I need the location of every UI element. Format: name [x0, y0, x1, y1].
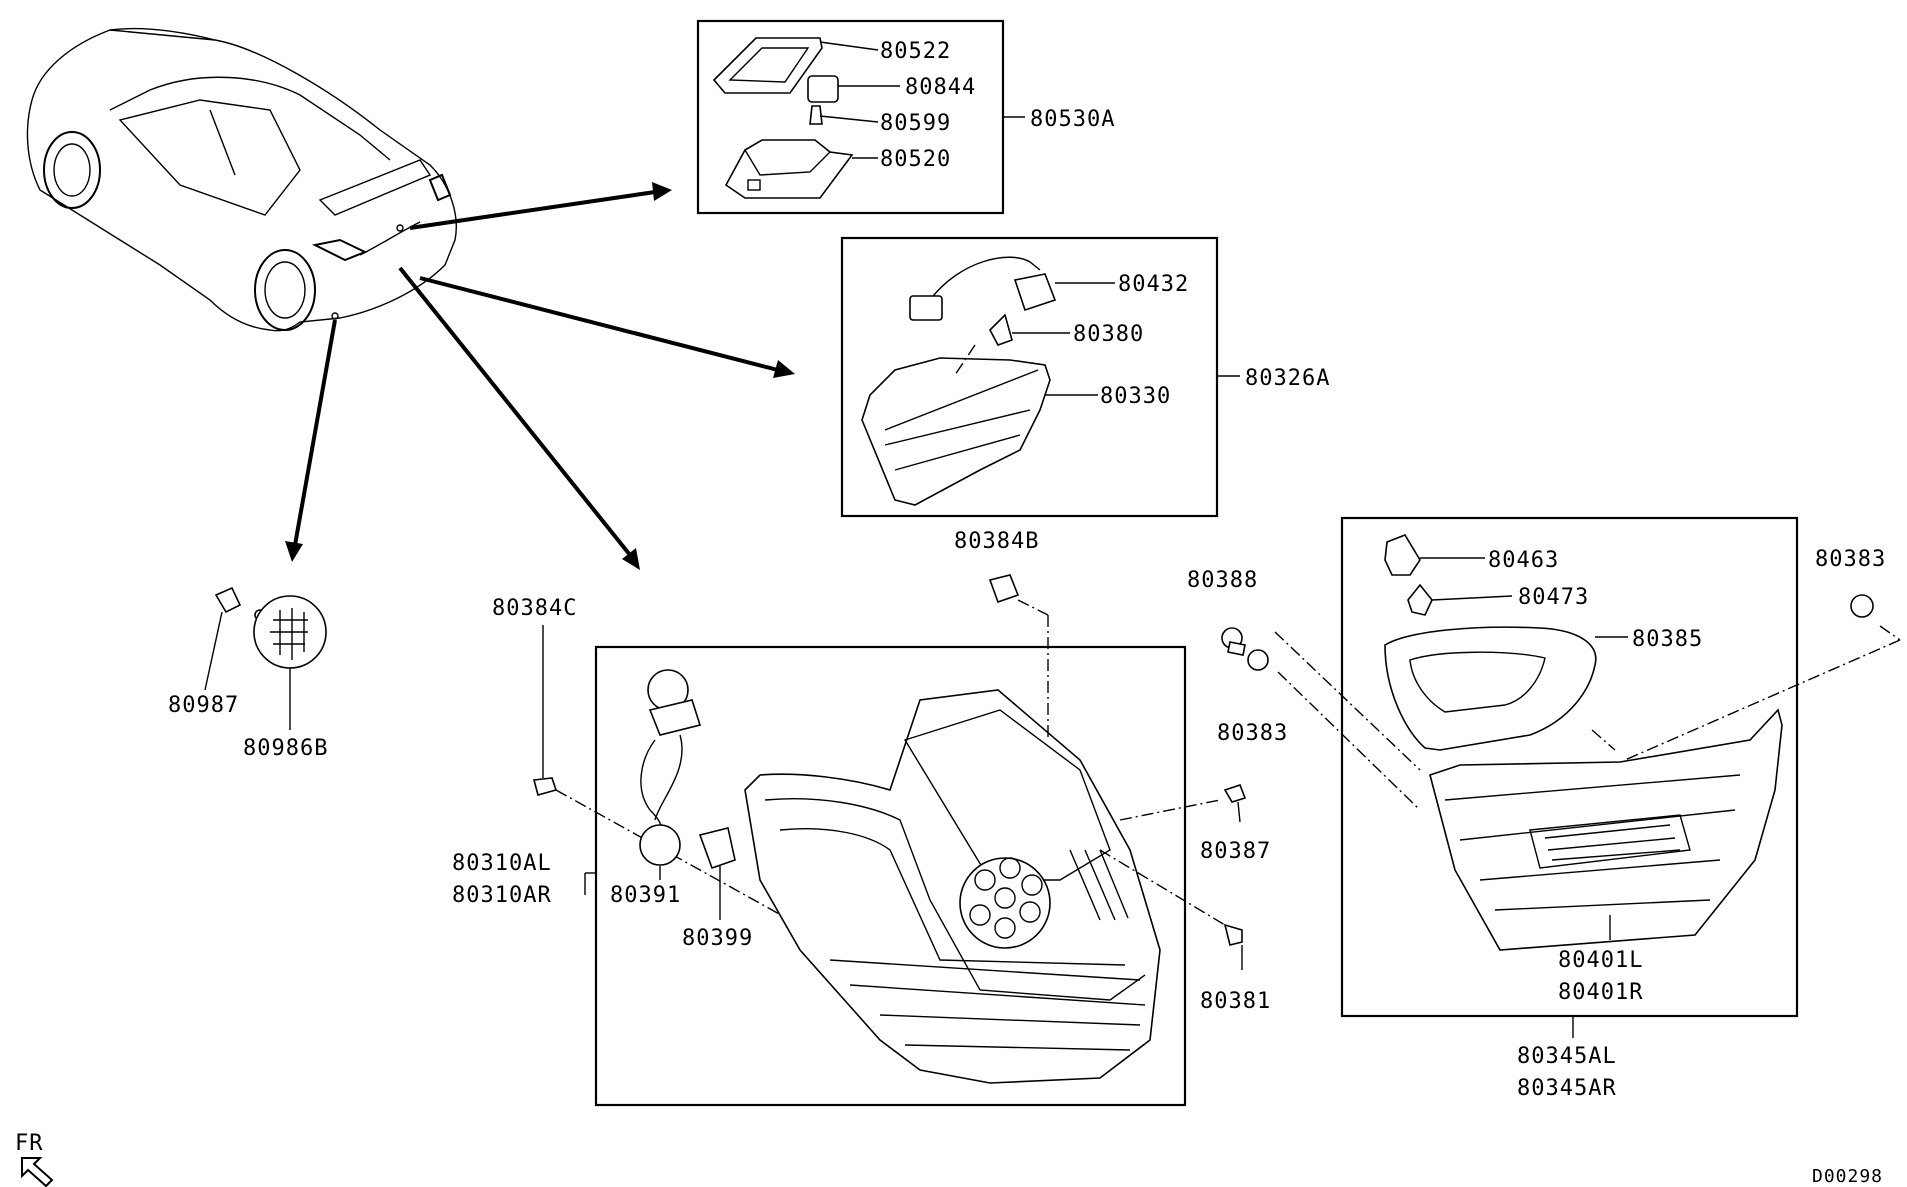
- lamp-socket: [807, 75, 839, 103]
- screw-80387: [1223, 783, 1247, 803]
- inner-lamp-housing: [1429, 708, 1783, 951]
- label-80388: 80388: [1187, 568, 1258, 593]
- inner-tail-lamp-box: [1340, 516, 1799, 1018]
- license-lamp-group: 80522 80844 80599 80520 80530A: [696, 19, 1115, 215]
- label-80986B: 80986B: [243, 736, 328, 761]
- inner-tail-lamp-group: 80463 80473 80385 80401L 80401R 80345AL …: [1340, 516, 1799, 1101]
- callout-arrows: [285, 182, 795, 570]
- label-80399: 80399: [682, 926, 753, 951]
- marker-clip: [214, 586, 242, 614]
- label-80345AL: 80345AL: [1517, 1044, 1617, 1069]
- direction-label: FR: [15, 1131, 44, 1156]
- label-80326A: 80326A: [1245, 366, 1330, 391]
- socket-80463: [1384, 534, 1421, 576]
- right-clip-group: 80383: [1624, 547, 1901, 761]
- lamp-bulb: [809, 105, 823, 125]
- label-80844: 80844: [905, 75, 976, 100]
- harness-socket-b: [639, 824, 681, 866]
- clip-80384B: [988, 574, 1020, 604]
- label-80383-right: 80383: [1815, 547, 1886, 572]
- front-arrow-icon: [21, 1157, 54, 1187]
- label-80391: 80391: [610, 883, 681, 908]
- lamp-gasket: [712, 37, 823, 94]
- rear-fog-lamp-group: 80432 80380 80330 80326A: [840, 236, 1330, 518]
- label-80401L: 80401L: [1558, 948, 1643, 973]
- label-80473: 80473: [1518, 585, 1589, 610]
- direction-indicator: FR: [15, 1131, 54, 1187]
- side-marker-group: 80987 80986B: [168, 586, 328, 761]
- bulb-80399: [698, 827, 736, 870]
- wiring-connector: [909, 295, 943, 321]
- label-80310AR: 80310AR: [452, 883, 552, 908]
- gasket-80385: [1384, 626, 1597, 751]
- label-80381: 80381: [1200, 989, 1271, 1014]
- outer-tail-lamp-box: [594, 645, 1187, 1107]
- outer-tail-lamp-group: 80384C 80310AL 80310AR 80391 80399: [452, 529, 1271, 1107]
- label-80520: 80520: [880, 147, 951, 172]
- vehicle-illustration: [26, 27, 457, 332]
- label-80522: 80522: [880, 39, 951, 64]
- clip-80384C: [532, 777, 558, 796]
- label-80310AL: 80310AL: [452, 851, 552, 876]
- tail-lamp-housing: [744, 689, 1161, 1084]
- label-80380: 80380: [1073, 322, 1144, 347]
- rear-fog-lamp-box: [840, 236, 1219, 518]
- label-80330: 80330: [1100, 384, 1171, 409]
- screw-80381: [1223, 923, 1243, 946]
- label-80387: 80387: [1200, 839, 1271, 864]
- label-80385: 80385: [1632, 627, 1703, 652]
- center-clips-group: 80388 80383: [1187, 568, 1421, 811]
- label-80530A: 80530A: [1030, 107, 1115, 132]
- bulb-80473: [1407, 583, 1433, 616]
- fog-lamp-lens: [861, 357, 1051, 506]
- label-80384B: 80384B: [954, 529, 1039, 554]
- label-80599: 80599: [880, 111, 951, 136]
- label-80384C: 80384C: [492, 596, 577, 621]
- bulb-holder-cluster: [959, 857, 1051, 949]
- label-80401R: 80401R: [1558, 980, 1643, 1005]
- bulb-socket: [1013, 273, 1057, 312]
- label-80345AR: 80345AR: [1517, 1076, 1617, 1101]
- label-80463: 80463: [1488, 548, 1559, 573]
- label-80432: 80432: [1118, 272, 1189, 297]
- diagram-code: D00298: [1812, 1166, 1883, 1187]
- clip-80383-right: [1850, 594, 1874, 618]
- bulb-gasket: [989, 313, 1013, 346]
- label-80383-center: 80383: [1217, 721, 1288, 746]
- lamp-housing: [724, 139, 854, 199]
- clip-80383-center: [1247, 649, 1269, 671]
- label-80987: 80987: [168, 693, 239, 718]
